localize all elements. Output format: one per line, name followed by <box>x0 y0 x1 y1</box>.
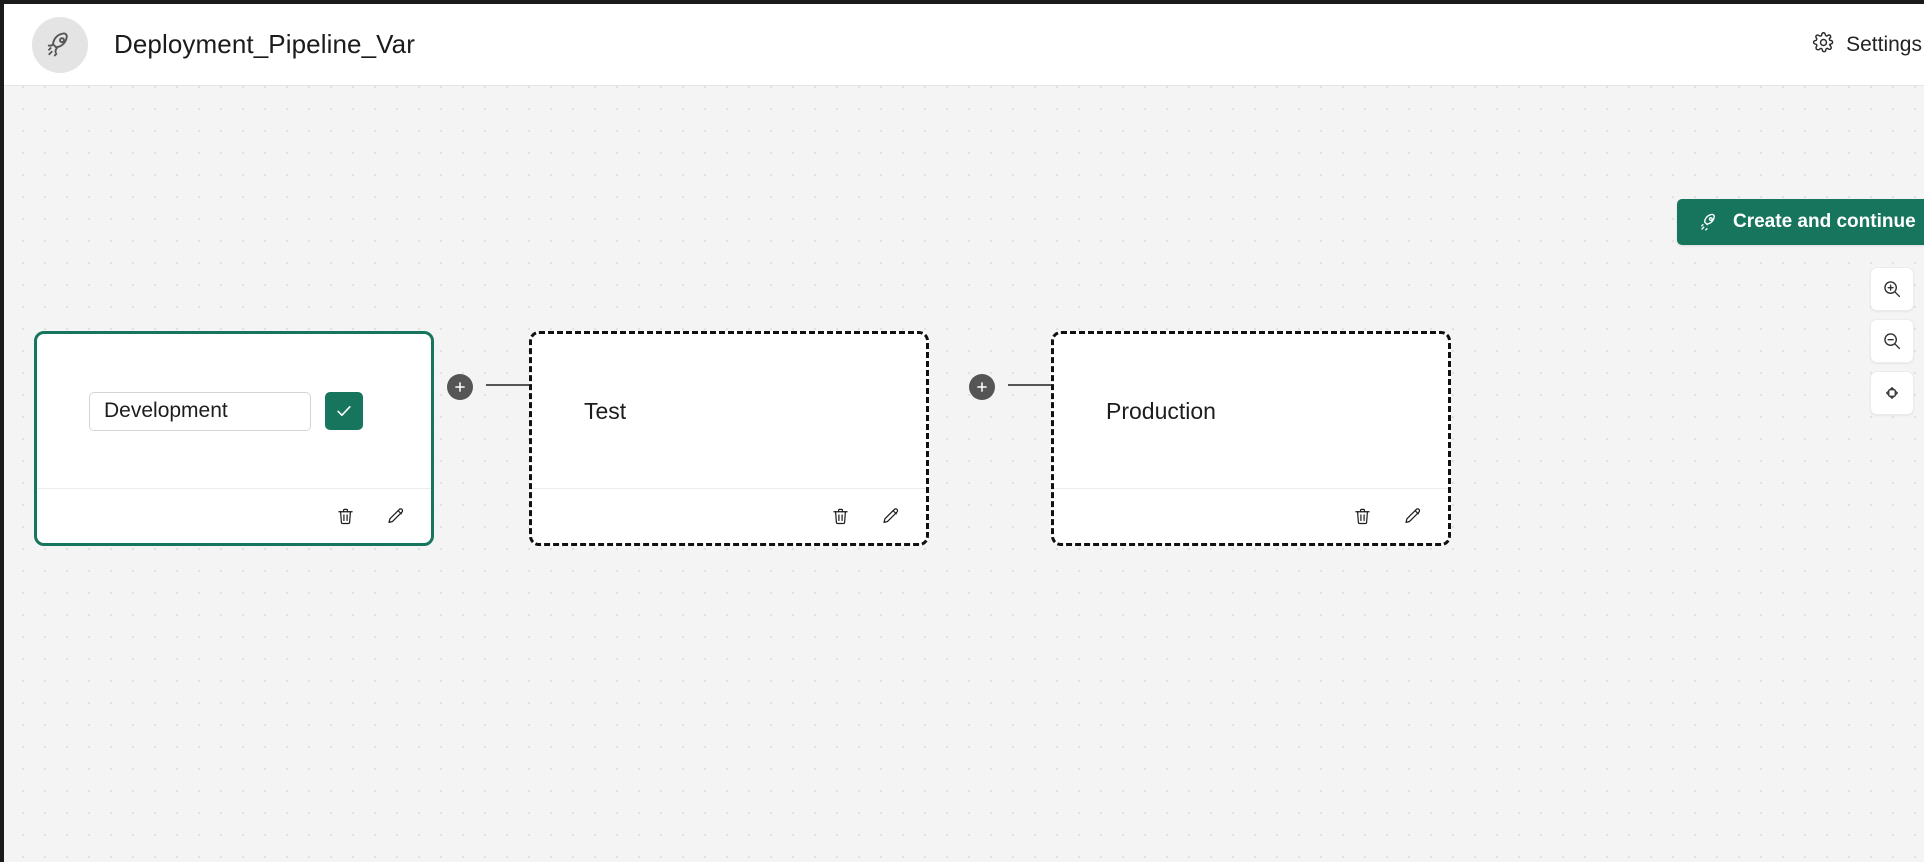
trash-icon <box>335 506 356 527</box>
edit-stage-button[interactable] <box>1398 502 1426 530</box>
zoom-in-button[interactable] <box>1870 267 1914 311</box>
stage-card-production[interactable]: Production <box>1051 331 1451 546</box>
zoom-out-button[interactable] <box>1870 319 1914 363</box>
rocket-icon <box>45 30 75 60</box>
fit-screen-icon <box>1881 382 1903 404</box>
add-stage-button-1[interactable] <box>447 374 473 400</box>
pencil-icon <box>1402 506 1423 527</box>
rocket-icon <box>1699 212 1720 233</box>
stage-name-input[interactable] <box>89 391 311 431</box>
gear-icon <box>1812 31 1835 59</box>
stage-card-body: Test <box>532 334 926 488</box>
trash-icon <box>1352 506 1373 527</box>
stage-card-test[interactable]: Test <box>529 331 929 546</box>
edit-stage-button[interactable] <box>381 502 409 530</box>
create-and-continue-label: Create and continue <box>1733 211 1916 232</box>
view-controls <box>1870 267 1914 415</box>
plus-icon <box>453 380 467 394</box>
delete-stage-button[interactable] <box>331 502 359 530</box>
stage-confirm-button[interactable] <box>325 392 363 430</box>
fit-to-screen-button[interactable] <box>1870 371 1914 415</box>
edit-stage-button[interactable] <box>876 502 904 530</box>
settings-button[interactable]: Settings <box>1802 25 1924 65</box>
page-title: Deployment_Pipeline_Var <box>114 29 415 59</box>
pencil-icon <box>385 506 406 527</box>
stage-name-label: Production <box>1106 397 1216 424</box>
connector-1 <box>447 374 548 400</box>
stage-card-development[interactable] <box>34 331 434 546</box>
app-logo-badge <box>32 16 88 73</box>
trash-icon <box>830 506 851 527</box>
zoom-out-icon <box>1881 330 1903 352</box>
pipeline-canvas[interactable]: Create and continue <box>4 86 1924 862</box>
zoom-in-icon <box>1881 278 1903 300</box>
delete-stage-button[interactable] <box>1348 502 1376 530</box>
stage-card-body <box>37 334 431 488</box>
stage-card-body: Production <box>1054 334 1448 488</box>
check-icon <box>334 401 354 421</box>
stage-card-footer <box>532 488 926 543</box>
stage-name-label: Test <box>584 397 627 424</box>
settings-label: Settings <box>1846 32 1922 56</box>
pencil-icon <box>880 506 901 527</box>
delete-stage-button[interactable] <box>826 502 854 530</box>
plus-icon <box>975 380 989 394</box>
stage-card-footer <box>37 488 431 543</box>
app-header: Deployment_Pipeline_Var Settings <box>4 4 1924 86</box>
stage-name-editor <box>89 391 363 431</box>
stage-card-footer <box>1054 488 1448 543</box>
add-stage-button-2[interactable] <box>969 374 995 400</box>
create-and-continue-button[interactable]: Create and continue <box>1677 199 1924 245</box>
